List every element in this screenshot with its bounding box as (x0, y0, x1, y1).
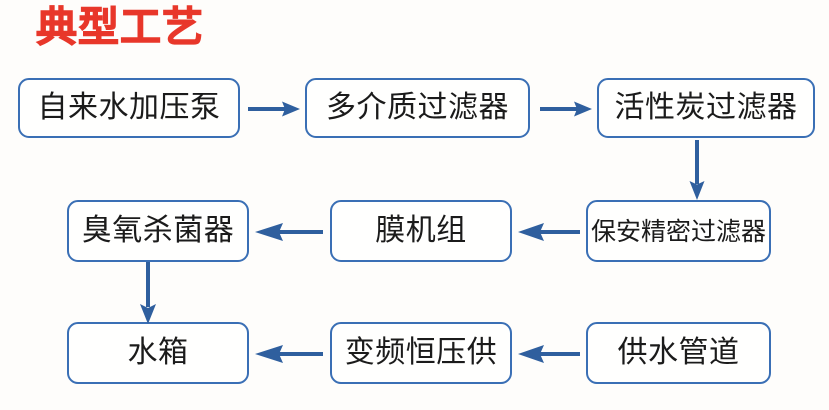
node-label: 臭氧杀菌器 (81, 213, 235, 248)
node-label: 多介质过滤器 (326, 90, 509, 125)
edge-arrow-right-multimedia-to-carbon (540, 98, 592, 120)
node-label: 自来水加压泵 (37, 90, 221, 125)
process-node-membrane-unit[interactable]: 膜机组 (330, 200, 512, 262)
process-node-security-precision-filter[interactable]: 保安精密过滤器 (586, 200, 771, 262)
edge-arrow-right-pump-to-multimedia (248, 98, 300, 120)
process-node-water-supply-pipeline[interactable]: 供水管道 (586, 322, 771, 384)
node-label: 保安精密过滤器 (590, 216, 766, 246)
process-node-multimedia-filter[interactable]: 多介质过滤器 (305, 78, 530, 138)
process-node-variable-frequency-constant-pressure-supply[interactable]: 变频恒压供 (330, 322, 512, 384)
node-label: 膜机组 (375, 213, 467, 248)
node-label: 活性炭过滤器 (614, 90, 798, 125)
page-title: 典型工艺 (35, 3, 204, 51)
process-node-tap-water-booster-pump[interactable]: 自来水加压泵 (18, 78, 240, 138)
edge-arrow-down-carbon-to-security-filter (686, 140, 708, 200)
process-node-activated-carbon-filter[interactable]: 活性炭过滤器 (597, 78, 815, 138)
process-node-ozone-sterilizer[interactable]: 臭氧杀菌器 (67, 200, 249, 262)
node-label: 水箱 (127, 335, 189, 370)
node-label: 供水管道 (617, 335, 740, 370)
node-label: 变频恒压供 (344, 335, 498, 370)
process-node-water-tank[interactable]: 水箱 (67, 322, 249, 384)
edge-arrow-left-membrane-to-ozone (255, 221, 323, 243)
edge-arrow-left-vfd-supply-to-water-tank (255, 343, 323, 365)
edge-arrow-down-ozone-to-water-tank (137, 262, 159, 324)
edge-arrow-left-pipeline-to-vfd-supply (518, 343, 580, 365)
edge-arrow-left-security-filter-to-membrane (518, 221, 580, 243)
